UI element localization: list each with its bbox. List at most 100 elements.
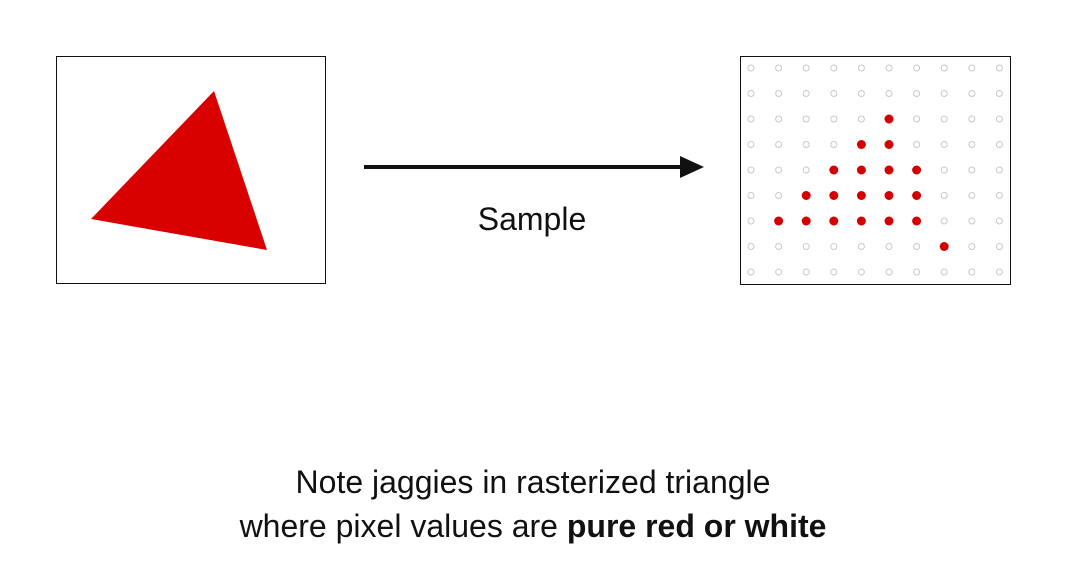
sample-label: Sample: [477, 201, 587, 237]
sample-dot-empty: [968, 243, 976, 250]
sample-dot-empty: [968, 64, 976, 72]
continuous-triangle-canvas: [91, 91, 267, 250]
sample-dot-empty: [968, 166, 976, 174]
sample-dot-filled: [829, 165, 839, 175]
sample-dot-filled: [801, 191, 811, 200]
sampled-grid-frame: [740, 56, 1011, 285]
sample-dot-empty: [802, 64, 810, 72]
sample-dot-empty: [857, 268, 865, 276]
sample-dot-empty: [802, 141, 810, 148]
sample-dot-filled: [884, 165, 894, 175]
sample-dot-empty: [747, 141, 755, 148]
caption-line-2: where pixel values are pure red or white: [0, 504, 1066, 548]
sample-dot-empty: [995, 192, 1003, 199]
caption: Note jaggies in rasterized triangle wher…: [0, 460, 1066, 548]
sample-dot-empty: [913, 64, 921, 72]
sample-dot-empty: [995, 90, 1003, 97]
sample-dot-empty: [775, 268, 783, 276]
sample-dot-empty: [830, 268, 838, 276]
sample-dot-empty: [802, 268, 810, 276]
sample-dot-filled: [884, 140, 894, 149]
sample-dot-empty: [995, 217, 1003, 225]
sample-dot-empty: [995, 115, 1003, 123]
caption-line-1: Note jaggies in rasterized triangle: [295, 464, 771, 500]
sample-dot-empty: [940, 192, 948, 199]
sample-dot-empty: [913, 115, 921, 123]
sample-dot-empty: [775, 64, 783, 72]
sample-dot-empty: [940, 141, 948, 148]
sample-dot-empty: [802, 243, 810, 250]
sample-dot-empty: [940, 115, 948, 123]
sample-arrow: [364, 156, 704, 178]
caption-emphasis: pure red or white: [566, 508, 827, 544]
sample-dot-empty: [995, 268, 1003, 276]
sample-dot-filled: [774, 216, 784, 226]
sample-dot-filled: [856, 165, 866, 175]
sample-dot-filled: [801, 216, 811, 226]
sample-dot-empty: [913, 268, 921, 276]
sample-dot-empty: [802, 115, 810, 123]
sample-dot-empty: [968, 192, 976, 199]
sample-dot-empty: [830, 90, 838, 97]
red-triangle: [91, 91, 267, 250]
sample-dot-empty: [968, 268, 976, 276]
sample-dot-empty: [995, 64, 1003, 72]
sample-dot-empty: [913, 243, 921, 250]
sample-dot-empty: [802, 166, 810, 174]
sample-dot-empty: [747, 90, 755, 97]
sample-dot-filled: [884, 114, 894, 124]
sample-dot-empty: [885, 243, 893, 250]
arrow-head: [680, 156, 704, 178]
sample-dot-empty: [913, 141, 921, 148]
sample-dot-filled: [912, 191, 922, 200]
sample-dot-empty: [940, 268, 948, 276]
sample-dot-empty: [940, 166, 948, 174]
sample-dot-empty: [885, 90, 893, 97]
sample-dot-empty: [857, 90, 865, 97]
sample-dot-filled: [912, 216, 922, 226]
sample-dot-empty: [775, 90, 783, 97]
sample-dot-empty: [775, 243, 783, 250]
sample-dot-empty: [885, 268, 893, 276]
sample-dot-filled: [884, 216, 894, 226]
sample-dot-filled: [829, 216, 839, 226]
sample-dot-empty: [995, 243, 1003, 250]
sample-dot-empty: [885, 64, 893, 72]
sample-dot-empty: [747, 64, 755, 72]
sample-dot-filled: [939, 242, 949, 251]
sample-dot-filled: [856, 140, 866, 149]
sample-dot-empty: [775, 192, 783, 199]
sample-dot-empty: [802, 90, 810, 97]
sample-dot-empty: [995, 166, 1003, 174]
sample-grid: [747, 64, 1003, 276]
sample-dot-empty: [968, 90, 976, 97]
sample-dot-filled: [856, 191, 866, 200]
sample-dot-empty: [830, 64, 838, 72]
sample-dot-empty: [747, 243, 755, 250]
sample-dot-empty: [830, 141, 838, 148]
sample-dot-empty: [940, 217, 948, 225]
sample-dot-empty: [968, 217, 976, 225]
sample-dot-empty: [995, 141, 1003, 148]
sample-dot-empty: [747, 192, 755, 199]
sample-dot-empty: [913, 90, 921, 97]
sample-dot-empty: [857, 243, 865, 250]
sample-dot-filled: [912, 165, 922, 175]
continuous-triangle-frame: [56, 56, 326, 284]
sample-dot-filled: [829, 191, 839, 200]
sample-dot-empty: [747, 166, 755, 174]
sample-dot-empty: [830, 115, 838, 123]
sample-dot-filled: [884, 191, 894, 200]
sample-dot-empty: [857, 64, 865, 72]
sample-dot-empty: [747, 115, 755, 123]
sample-dot-empty: [775, 115, 783, 123]
sample-dot-empty: [747, 217, 755, 225]
sample-dot-empty: [830, 243, 838, 250]
sample-dot-empty: [940, 64, 948, 72]
sample-dot-empty: [747, 268, 755, 276]
sample-dot-filled: [856, 216, 866, 226]
sample-dot-empty: [968, 115, 976, 123]
sample-dot-empty: [857, 115, 865, 123]
sample-dot-empty: [940, 90, 948, 97]
sample-dot-empty: [775, 166, 783, 174]
